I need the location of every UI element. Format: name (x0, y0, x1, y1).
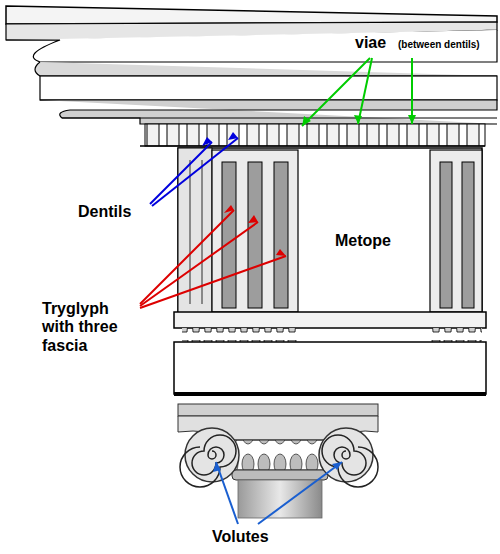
volutes-leader (216, 462, 342, 524)
volute (319, 428, 378, 487)
viae-leader (302, 58, 412, 126)
part-label: viae (355, 34, 386, 52)
triglyph (212, 150, 298, 312)
part-label: Tryglyph with three fascia (42, 300, 142, 355)
architrave (174, 312, 486, 394)
cornice (6, 6, 497, 124)
leader-arrows (140, 58, 412, 524)
part-label: Volutes (212, 528, 269, 546)
volute (180, 428, 239, 487)
part-label: Dentils (78, 203, 131, 221)
frieze (178, 148, 482, 314)
part-note: (between dentils) (398, 39, 480, 51)
ionic-capital (178, 404, 378, 518)
part-label: Metope (335, 232, 391, 250)
dentil-row (140, 124, 485, 146)
dentils-leader (150, 138, 238, 206)
triglyph (430, 150, 482, 312)
arrowheads (202, 115, 416, 472)
triglyph-leader (140, 210, 286, 308)
